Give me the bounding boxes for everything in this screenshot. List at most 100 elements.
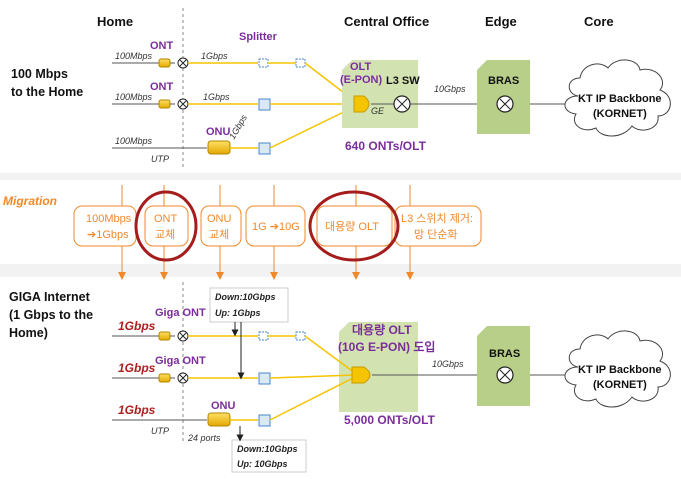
top-bras-label: BRAS	[488, 75, 519, 87]
top-speed-10g: 10Gbps	[434, 84, 466, 94]
bottom-count: 5,000 ONTs/OLT	[344, 413, 436, 427]
top-splitter-1a	[258, 58, 269, 68]
header-core: Core	[584, 14, 614, 29]
migration-box-5-line1: 대용량 OLT	[325, 220, 379, 233]
top-speed-100-2: 100Mbps	[115, 92, 153, 102]
migration-box-6	[394, 205, 482, 247]
top-count: 640 ONTs/OLT	[345, 139, 427, 153]
top-ont-label-1: ONT	[150, 40, 174, 52]
top-olt-icon	[353, 95, 370, 113]
migration-box-6-line1: L3 스위치 제거:	[401, 212, 473, 225]
top-splitter-label: Splitter	[239, 31, 278, 43]
bottom-bras-label: BRAS	[489, 348, 520, 360]
top-ge-label: GE	[371, 106, 385, 116]
top-side-label-2: to the Home	[11, 85, 83, 99]
top-ont-port-glyph-1	[179, 59, 187, 67]
bottom-bras-box	[477, 326, 530, 406]
migration-label: Migration	[3, 194, 57, 208]
top-cloud-label-1: KT IP Backbone	[578, 93, 662, 105]
top-ont-port-glyph-2	[179, 100, 187, 108]
bottom-splitter-1b	[295, 331, 306, 341]
bottom-ont-port-glyph-2	[179, 374, 187, 382]
migration-box-2-line2: 교체	[155, 228, 175, 241]
bottom-giga-ont-label-1: Giga ONT	[155, 307, 206, 319]
bottom-cloud-label-1: KT IP Backbone	[578, 364, 662, 376]
bottom-fiber-olt-3	[269, 376, 356, 421]
bottom-olt-label-2: (10G E-PON) 도입	[338, 340, 435, 354]
bottom-olt-label-1: 대용량 OLT	[352, 322, 412, 337]
top-onu-box	[207, 140, 231, 155]
top-speed-1g-1: 1Gbps	[201, 51, 228, 61]
bottom-ont-box-2	[158, 373, 171, 383]
migration-box-1-line2: ➔1Gbps	[87, 229, 129, 241]
bottom-side-label-2: (1 Gbps to the	[9, 308, 93, 322]
top-onu-label: ONU	[206, 126, 231, 138]
top-ont-label-2: ONT	[150, 81, 174, 93]
bottom-side-label-3: Home)	[9, 326, 48, 340]
top-splitter-1b	[295, 58, 306, 68]
top-l3sw-label: L3 SW	[386, 75, 420, 87]
bottom-splitter-3	[258, 414, 271, 427]
bottom-speed-1g-1: 1Gbps	[118, 319, 156, 333]
bottom-cloud-label-2: (KORNET)	[593, 379, 647, 391]
migration-box-1-line1: 100Mbps	[86, 213, 132, 225]
bottom-callout-top	[209, 287, 289, 323]
bottom-speed-10g: 10Gbps	[432, 359, 464, 369]
bottom-splitter-1a	[258, 331, 269, 341]
top-splitter-3	[258, 142, 271, 155]
bottom-fiber-olt-1	[304, 335, 356, 374]
migration-box-2	[144, 205, 189, 247]
top-ont-box-1	[158, 58, 171, 68]
top-splitter-2	[258, 98, 271, 111]
migration-highlight-ont	[134, 190, 198, 262]
top-speed-1g-2: 1Gbps	[203, 92, 230, 102]
top-utp: UTP	[151, 154, 169, 164]
bottom-cloud	[564, 330, 671, 408]
migration-box-2-line1: ONT	[154, 213, 178, 225]
bottom-ports: 24 ports	[187, 433, 221, 443]
bottom-bras-glyph	[499, 369, 511, 381]
migration-box-3	[200, 205, 242, 247]
bottom-fiber-olt-2	[269, 374, 356, 379]
top-bras-glyph	[499, 98, 511, 110]
bottom-speed-1g-2: 1Gbps	[118, 361, 156, 375]
bottom-onu-box	[207, 412, 231, 427]
bottom-speed-1g-3: 1Gbps	[118, 403, 156, 417]
bottom-callout-top-line2: Up: 1Gbps	[215, 308, 261, 318]
bottom-ont-box-1	[158, 331, 171, 341]
top-cloud-label-2: (KORNET)	[593, 108, 647, 120]
migration-box-6-line2: 망 단순화	[414, 228, 458, 241]
header-home: Home	[97, 14, 133, 29]
top-l3sw-glyph	[396, 98, 408, 110]
bottom-co-box	[339, 322, 418, 412]
migration-highlight-olt	[308, 190, 400, 262]
header-edge: Edge	[485, 14, 517, 29]
migration-box-4	[245, 205, 306, 247]
migration-box-5	[316, 205, 393, 247]
top-speed-100-1: 100Mbps	[115, 51, 153, 61]
top-speed-100-3: 100Mbps	[115, 136, 153, 146]
top-ont-box-2	[158, 99, 171, 109]
top-olt-label-1: OLT	[350, 61, 371, 73]
bottom-ont-port-glyph-1	[179, 332, 187, 340]
bottom-olt-icon	[351, 366, 371, 384]
bottom-giga-ont-label-2: Giga ONT	[155, 355, 206, 367]
top-side-label-1: 100 Mbps	[11, 67, 68, 81]
bottom-onu-label: ONU	[211, 400, 236, 412]
top-cloud	[564, 59, 671, 137]
top-fiber-olt-3	[269, 105, 357, 149]
bottom-utp: UTP	[151, 426, 169, 436]
bottom-callout-top-line1: Down:10Gbps	[215, 292, 276, 302]
migration-box-4-line1: 1G ➔10G	[252, 221, 300, 233]
bottom-callout-bottom	[231, 439, 307, 473]
bottom-callout-bottom-line1: Down:10Gbps	[237, 444, 298, 454]
migration-box-3-line2: 교체	[209, 228, 229, 241]
bottom-side-label-1: GIGA Internet	[9, 290, 91, 304]
header-central-office: Central Office	[344, 14, 429, 29]
migration-box-3-line1: ONU	[207, 213, 232, 225]
top-section-bg	[0, 0, 681, 173]
bottom-splitter-2	[258, 372, 271, 385]
bottom-callout-bottom-line2: Up: 10Gbps	[237, 459, 288, 469]
top-olt-label-2: (E-PON)	[340, 74, 383, 86]
